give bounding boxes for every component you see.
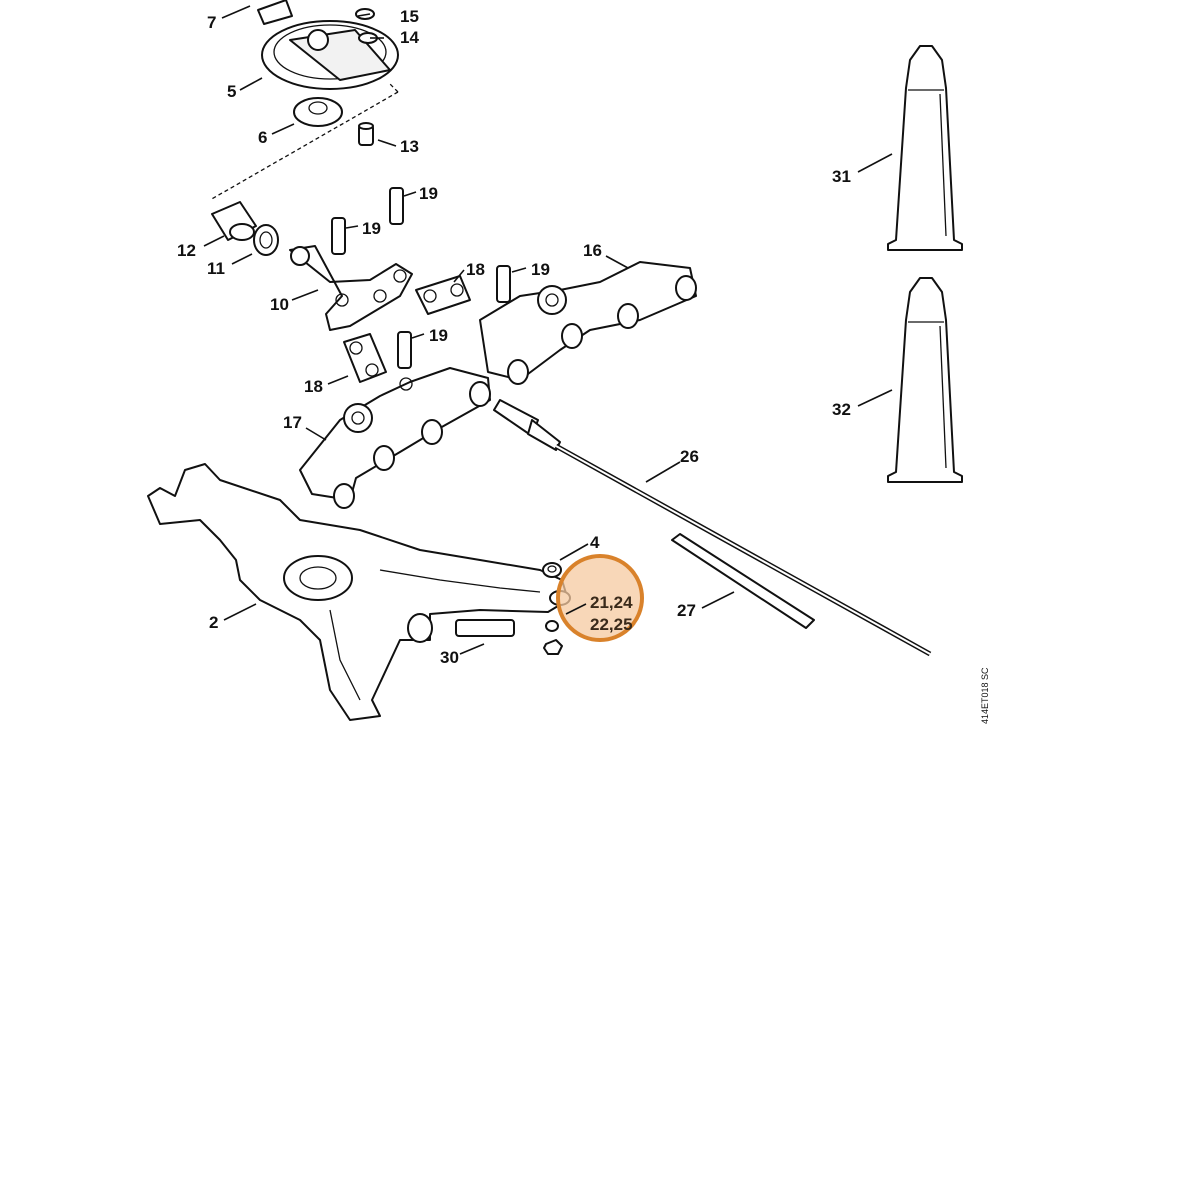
leader-lines <box>203 5 893 655</box>
label-plate-part-30[interactable] <box>455 619 515 637</box>
tube-part-27[interactable] <box>671 533 815 629</box>
grease-tube-part-31[interactable] <box>887 45 963 251</box>
callout-12: 12 <box>177 241 196 260</box>
callout-30: 30 <box>440 648 459 667</box>
callout-19-d: 19 <box>429 326 448 345</box>
connecting-rod-part-10[interactable] <box>289 245 413 331</box>
callout-19-b: 19 <box>362 219 381 238</box>
link-part-18-a[interactable] <box>415 275 471 315</box>
crank-part-16[interactable] <box>479 261 697 385</box>
crank-part-17[interactable] <box>299 367 491 509</box>
drive-shaft-part-26[interactable] <box>493 399 932 657</box>
callout-32: 32 <box>832 400 851 419</box>
nut-part-25[interactable] <box>543 639 563 655</box>
pin-part-19-c[interactable] <box>496 265 511 303</box>
callout-6: 6 <box>258 128 267 147</box>
callout-18-a: 18 <box>466 260 485 279</box>
callout-19-a: 19 <box>419 184 438 203</box>
bushing-part-12[interactable] <box>211 201 257 241</box>
highlight-label-21-24: 21,24 <box>590 593 633 612</box>
washer-part-4[interactable] <box>542 562 562 578</box>
callout-17: 17 <box>283 413 302 432</box>
callout-13: 13 <box>400 137 419 156</box>
callout-31: 31 <box>832 167 851 186</box>
highlight-marker[interactable]: 21,24 22,25 <box>556 554 644 642</box>
assembly-outline-dashed <box>209 83 399 201</box>
callout-15: 15 <box>400 7 419 26</box>
pin-part-19-b[interactable] <box>331 217 346 255</box>
link-part-18-b[interactable] <box>343 333 387 383</box>
callout-14: 14 <box>400 28 419 47</box>
drawing-code: 414ET018 SC <box>980 667 990 724</box>
callout-18-b: 18 <box>304 377 323 396</box>
bevel-gear-part-5[interactable] <box>261 20 399 90</box>
washer-part-22[interactable] <box>545 620 559 632</box>
callout-27: 27 <box>677 601 696 620</box>
callout-19-c: 19 <box>531 260 550 279</box>
sleeve-part-13[interactable] <box>358 122 374 146</box>
grease-tube-part-32[interactable] <box>887 277 963 483</box>
callout-7: 7 <box>207 13 216 32</box>
callout-26: 26 <box>680 447 699 466</box>
highlight-circle[interactable] <box>556 554 644 642</box>
callout-11: 11 <box>207 259 225 278</box>
ring-part-15[interactable] <box>355 8 375 20</box>
seal-part-11[interactable] <box>253 224 279 256</box>
callout-5: 5 <box>227 82 236 101</box>
gear-housing-part-2[interactable] <box>147 463 569 721</box>
callout-4: 4 <box>590 533 600 552</box>
shaft-part-7[interactable] <box>257 0 293 25</box>
callout-16: 16 <box>583 241 602 260</box>
bearing-part-6[interactable] <box>293 97 343 127</box>
highlight-label-22-25: 22,25 <box>590 615 633 634</box>
callout-labels: 7 15 14 5 6 13 19 19 19 19 12 11 10 18 1… <box>177 7 851 667</box>
pin-part-19-d[interactable] <box>397 331 412 369</box>
pin-part-19-a[interactable] <box>389 187 404 225</box>
callout-10: 10 <box>270 295 289 314</box>
callout-2: 2 <box>209 613 218 632</box>
